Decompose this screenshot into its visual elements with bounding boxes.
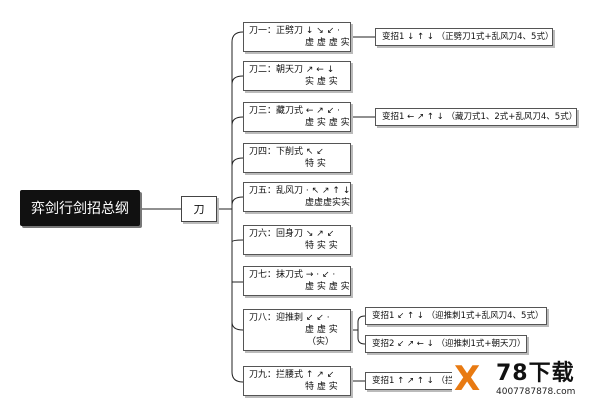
variant-2-note: （藏刀式1、2式+乱风刀4、5式） [446,112,577,122]
blade-node-3[interactable]: 刀三：藏刀式 ← ↗ ↙ · 虚 实 虚 实 [243,102,351,132]
connector-blade-8 [231,321,244,331]
blade-8-pattern: 虚 虚 实 [305,325,338,335]
variant-node-1[interactable]: 变招1 ↓ ↑ ↓ （正劈刀1式+乱风刀4、5式） [375,28,553,46]
variant-1-label: 变招1 [382,32,405,42]
variant-node-4[interactable]: 变招2 ↙ ↗ ← ↓ （迎推刺1式+朝天刀） [365,335,527,353]
blade-2-pattern: 实 虚 实 [305,77,338,87]
variant-1-note: （正劈刀1式+乱风刀4、5式） [436,32,553,42]
blade-2-name: 刀二：朝天刀 [249,65,304,75]
connector-spine-bottom [231,209,244,383]
watermark-site: 4007787878.com [496,387,576,397]
variant-3-arrows: ↙ ↑ ↓ [397,311,424,321]
blade-2-arrows: ↗ ← ↓ [305,65,335,75]
variant-5-label: 变招1 [372,376,395,386]
blade-8-arrows: ↙ ↙ · [305,313,330,323]
blade-5-arrows: ↖ ↗ ↑ ↓ [311,186,351,196]
connector-var-3 [351,315,366,331]
variant-2-label: 变招1 [382,112,405,122]
blade-node-5[interactable]: 刀五：乱风刀 · ↖ ↗ ↑ ↓ 虚虚虚实实 [243,182,351,212]
variant-4-note: （迎推刺1式+朝天刀） [436,339,526,349]
blade-9-name: 刀九：拦腰式 [249,370,304,380]
blade-7-pattern: 虚 实 虚 实 [305,282,350,292]
variant-node-5[interactable]: 变招1 ↑ ↗ ↑ ↓ （拦 [365,372,465,390]
hub-label: 刀 [193,203,205,216]
blade-6-arrows: ↘ ↗ ↙ [305,229,335,239]
blade-7-name: 刀七：抹刀式 [249,270,304,280]
blade-1-name: 刀一：正劈刀 [249,26,304,36]
blade-3-name: 刀三：藏刀式 [249,106,304,116]
connector-blade-2 [231,75,244,85]
root-label: 弈剑行剑招总纲 [31,201,129,217]
connector-blade-3 [231,116,244,126]
variant-3-label: 变招1 [372,311,395,321]
blade-8-name: 刀八：迎推刺 [249,313,304,323]
connector-spine-top [231,31,244,209]
blade-5-pattern: 虚虚虚实实 [305,198,351,208]
blade-3-arrows: ← ↗ ↙ · [305,106,340,116]
root-node[interactable]: 弈剑行剑招总纲 [20,190,140,226]
connector-blade-6 [231,239,244,243]
blade-1-arrows: ↓ ↘ ↙ · [305,26,340,36]
variant-4-arrows: ↙ ↗ ← ↓ [397,339,434,349]
blade-node-2[interactable]: 刀二：朝天刀 ↗ ← ↓ 实 虚 实 [243,61,351,91]
blade-1-pattern: 虚 虚 虚 实 [305,38,350,48]
blade-9-arrows: ↑ ↗ ↙ [305,370,335,380]
blade-6-name: 刀六：回身刀 [249,229,304,239]
watermark-brand: 78下载 [496,361,575,386]
blade-node-9[interactable]: 刀九：拦腰式 ↑ ↗ ↙ 特 虚 实 [243,366,351,396]
blade-8-extra: （实） [307,337,335,347]
blade-5-name: 刀五：乱风刀 · [249,186,309,196]
connector-blade-4 [231,157,244,167]
blade-node-7[interactable]: 刀七：抹刀式 → · ↙ · 虚 实 虚 实 [243,266,351,296]
blade-node-4[interactable]: 刀四：下削式 ↖ ↙ 特 实 [243,143,351,173]
variant-1-arrows: ↓ ↑ ↓ [407,32,434,42]
blade-4-name: 刀四：下削式 [249,147,304,157]
blade-7-arrows: → · ↙ · [305,270,336,280]
blade-6-pattern: 特 实 实 [305,241,338,251]
blade-4-pattern: 特 实 [305,159,326,169]
watermark-logo: X 78下载 4007787878.com [452,360,600,400]
variant-node-3[interactable]: 变招1 ↙ ↑ ↓ （迎推刺1式+乱风刀4、5式） [365,307,547,325]
blade-node-1[interactable]: 刀一：正劈刀 ↓ ↘ ↙ · 虚 虚 虚 实 [243,22,351,52]
blade-node-6[interactable]: 刀六：回身刀 ↘ ↗ ↙ 特 实 实 [243,225,351,255]
blade-3-pattern: 虚 实 虚 实 [305,118,350,128]
connector-blade-5 [231,196,244,206]
variant-2-arrows: ← ↗ ↑ ↓ [407,112,444,122]
variant-node-2[interactable]: 变招1 ← ↗ ↑ ↓ （藏刀式1、2式+乱风刀4、5式） [375,108,577,126]
hub-node[interactable]: 刀 [181,196,217,222]
connector-var-4 [357,330,366,345]
blade-4-arrows: ↖ ↙ [305,147,324,157]
blade-node-8[interactable]: 刀八：迎推刺 ↙ ↙ · 虚 虚 实 （实） [243,309,351,351]
variant-5-note: （拦 [436,376,454,386]
blade-9-pattern: 特 虚 实 [305,382,338,392]
variant-4-label: 变招2 [372,339,395,349]
variant-5-arrows: ↑ ↗ ↑ ↓ [397,376,434,386]
variant-3-note: （迎推刺1式+乱风刀4、5式） [426,311,544,321]
watermark-x-icon: X [454,359,481,399]
